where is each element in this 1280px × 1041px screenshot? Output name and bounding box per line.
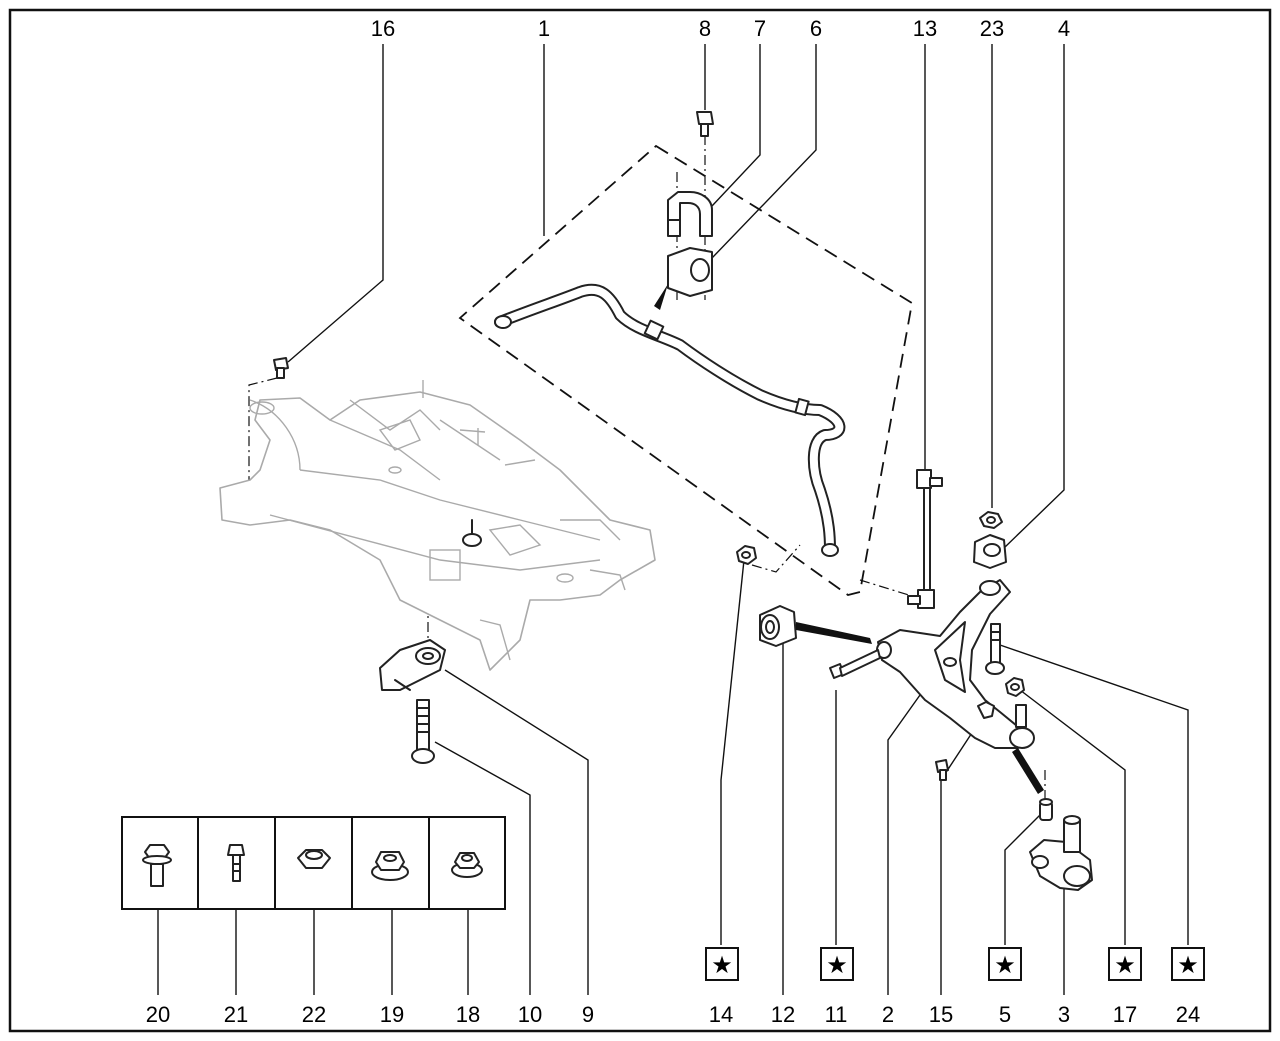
part-9-mount-bracket [379,639,446,691]
stabilizer-group-outline [458,144,913,596]
part-14-nut [736,545,757,565]
callout-3: 3 [1058,1002,1070,1027]
ball-joint-stud [1009,704,1035,749]
part-23-nut [979,511,1003,529]
star-box-11: ★ [820,947,854,981]
part-13-stabilizer-link [907,469,943,609]
callout-23: 23 [980,16,1004,41]
svg-text:★: ★ [1114,952,1136,979]
star-box-14: ★ [705,947,739,981]
part-24-bolt [985,623,1005,675]
bushing-arrow [654,284,668,310]
callout-12: 12 [771,1002,795,1027]
part-1-stabilizer-bar [494,283,846,557]
leader-lines [157,44,1189,995]
part-17-nut [1005,677,1025,697]
part-5-pin [1039,798,1053,821]
bushing-12-arrow [796,622,872,644]
svg-text:★: ★ [826,952,848,979]
callout-18: 18 [456,1002,480,1027]
callout-20: 20 [146,1002,170,1027]
part-8-bolt [696,111,714,137]
callout-1: 1 [538,16,550,41]
star-box-5: ★ [988,947,1022,981]
ball-joint-arrow [1012,748,1044,794]
fastener-legend-table [121,816,506,910]
svg-text:★: ★ [1177,952,1199,979]
part-20-flange-bolt [142,844,172,887]
part-7-clamp [667,191,713,237]
part-3-ball-joint [1029,815,1093,891]
star-box-24: ★ [1171,947,1205,981]
subframe-nut [462,519,482,547]
part-12-front-bushing [759,605,797,647]
callout-24: 24 [1176,1002,1200,1027]
part-18-nut [451,852,483,878]
callout-10: 10 [518,1002,542,1027]
callout-6: 6 [810,16,822,41]
part-16-bolt [273,357,289,379]
callout-5: 5 [999,1002,1011,1027]
part-11-bolt [829,649,881,679]
callout-22: 22 [302,1002,326,1027]
diagram-border [8,8,1272,1033]
callout-14: 14 [709,1002,733,1027]
callout-4: 4 [1058,16,1070,41]
callout-11: 11 [825,1002,848,1027]
part-21-screw [227,844,245,882]
part-19-flange-nut [371,851,409,881]
callout-7: 7 [754,16,766,41]
callout-2: 2 [882,1002,894,1027]
svg-text:★: ★ [711,952,733,979]
part-4-rear-bushing [973,534,1007,569]
front-subframe [219,380,656,671]
part-22-cage-nut [297,849,331,869]
arm-nut [977,701,995,719]
callout-15: 15 [929,1002,953,1027]
callout-16: 16 [371,16,395,41]
callout-13: 13 [913,16,937,41]
callout-8: 8 [699,16,711,41]
part-10-long-bolt [411,699,435,764]
callout-21: 21 [224,1002,248,1027]
callout-19: 19 [380,1002,404,1027]
callout-17: 17 [1113,1002,1137,1027]
part-15-bolt [935,759,949,781]
star-box-17: ★ [1108,947,1142,981]
part-6-bushing [667,247,713,297]
svg-text:★: ★ [994,952,1016,979]
callout-9: 9 [582,1002,594,1027]
